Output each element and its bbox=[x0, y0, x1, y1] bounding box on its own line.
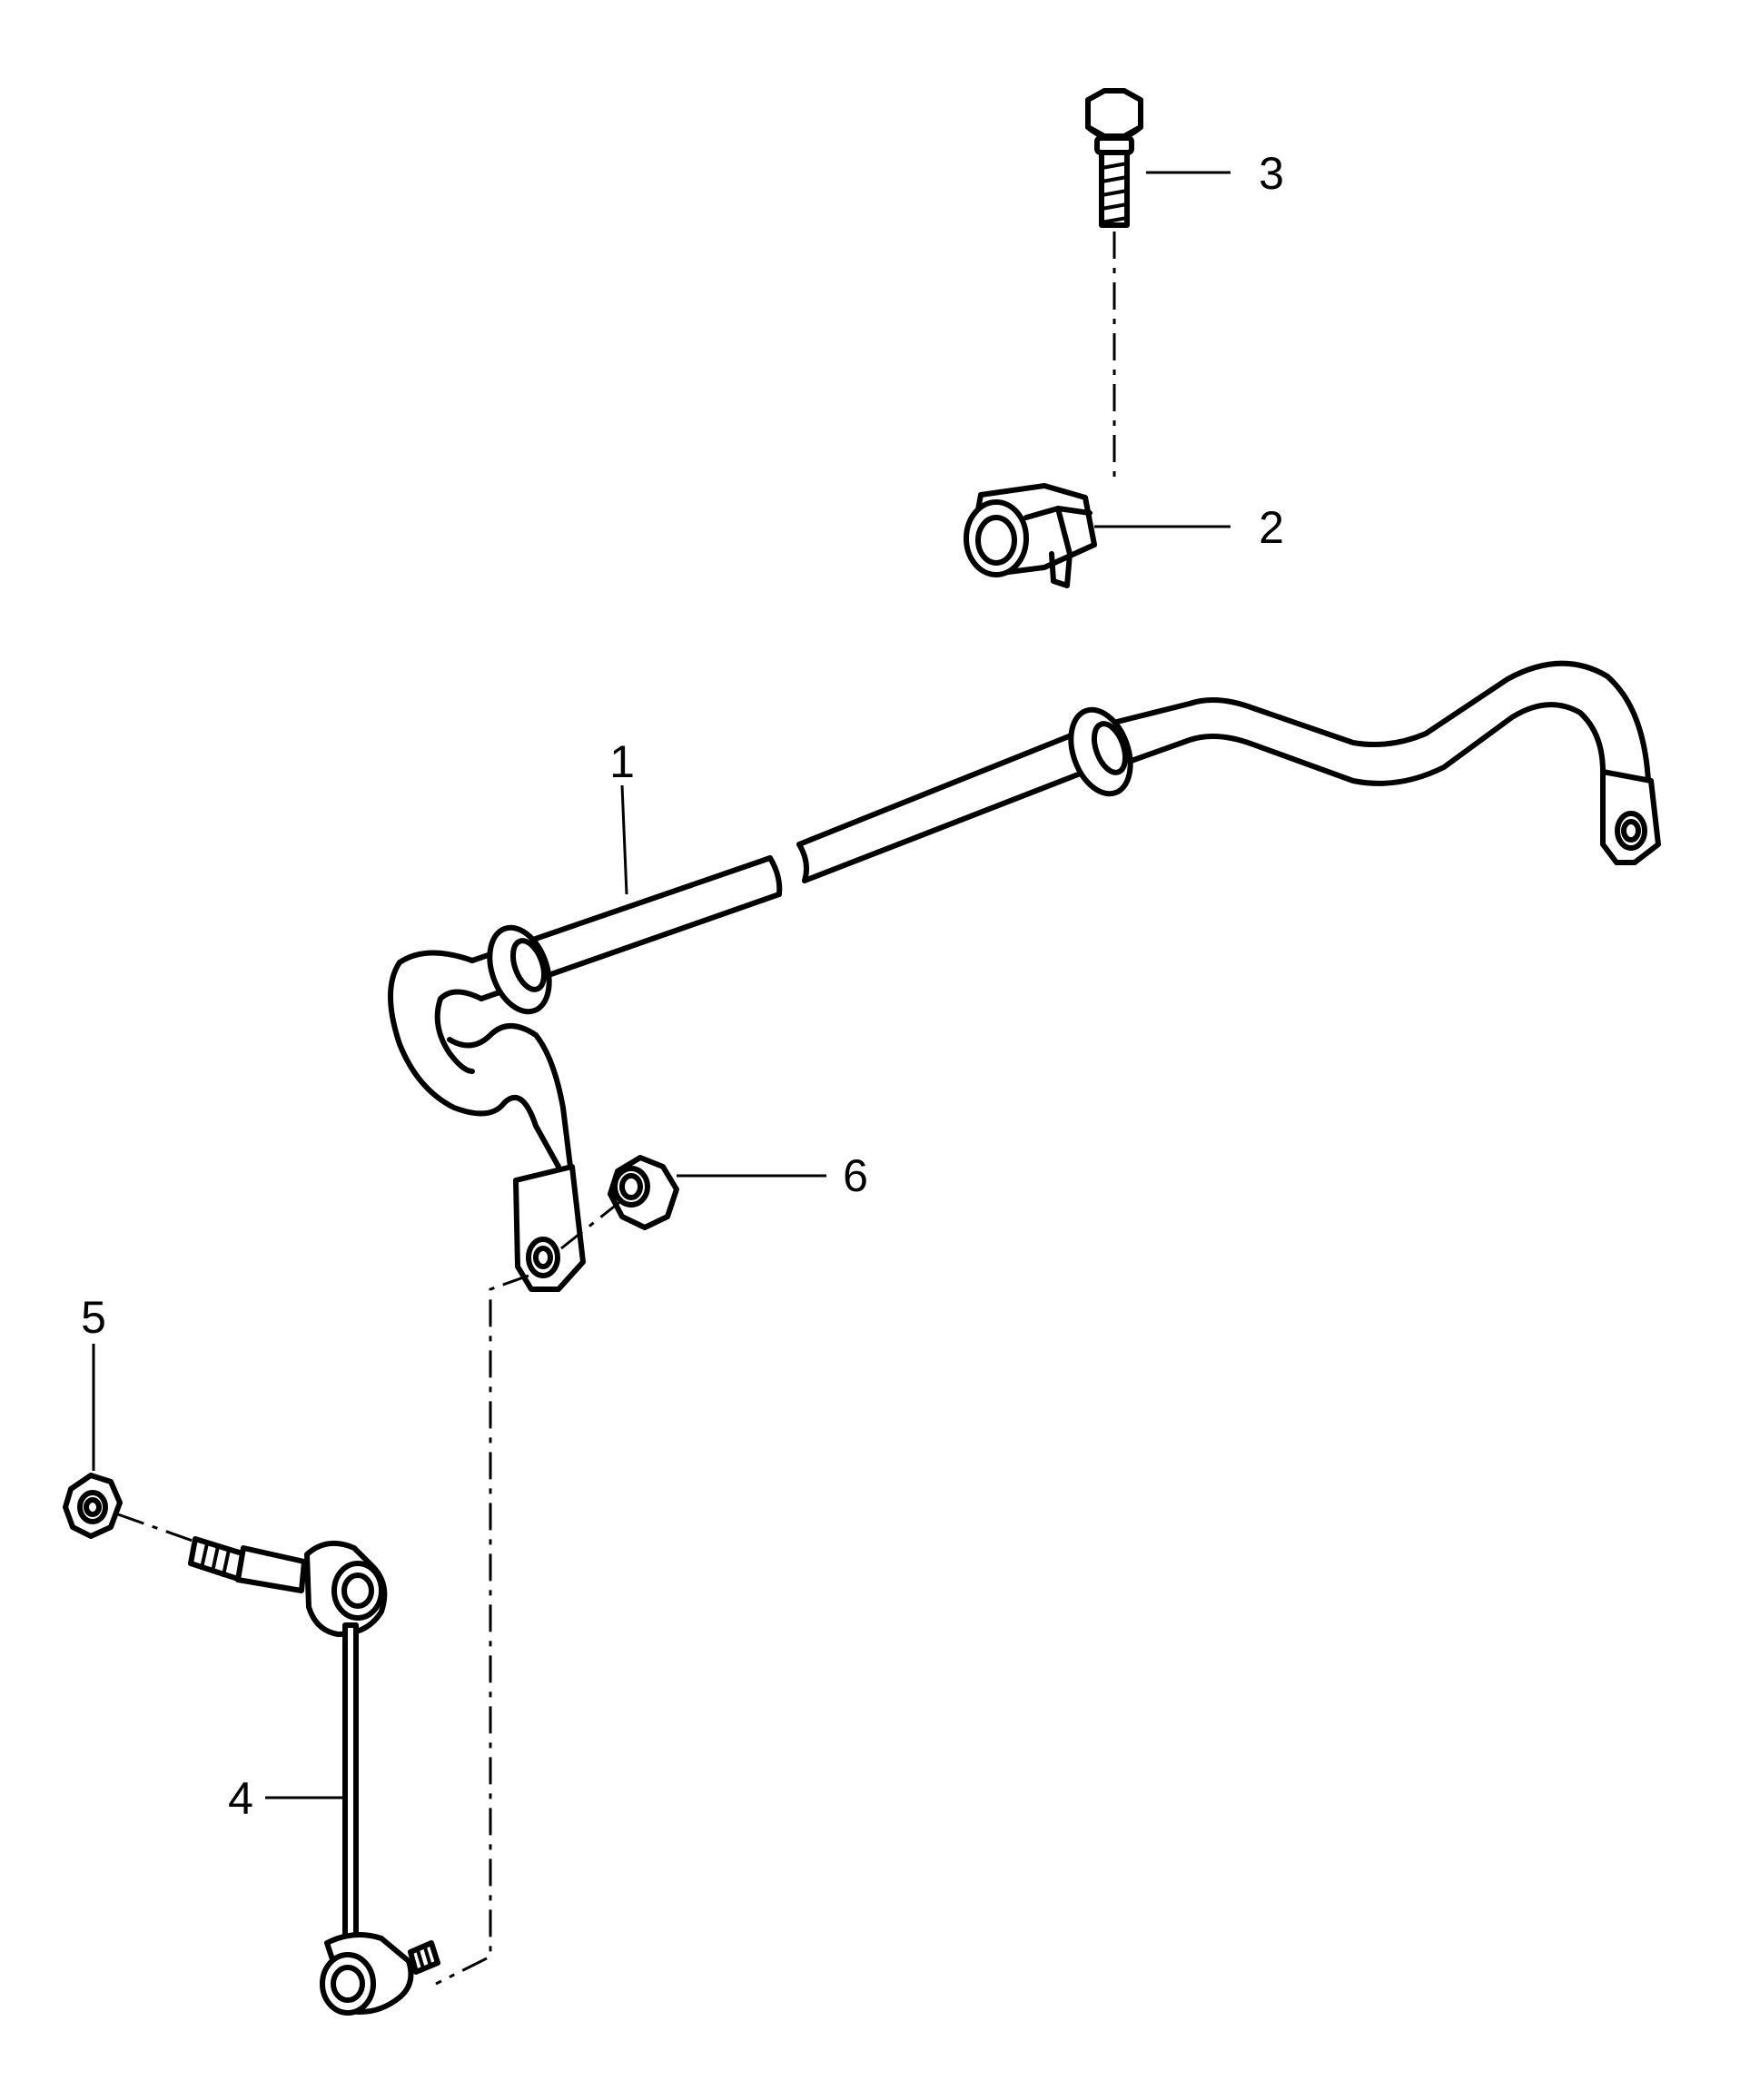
stabilizer-bar-part[interactable] bbox=[388, 660, 1661, 1292]
callout-3: 3 bbox=[1259, 148, 1284, 199]
callout-1: 1 bbox=[609, 736, 635, 787]
callout-2: 2 bbox=[1259, 502, 1284, 553]
bushing-part[interactable] bbox=[964, 483, 1097, 588]
callout-4: 4 bbox=[228, 1773, 253, 1824]
bolt-part[interactable] bbox=[1085, 88, 1143, 228]
flange-nut-part[interactable] bbox=[608, 1155, 679, 1230]
hex-nut-part[interactable] bbox=[63, 1473, 123, 1539]
coupling-link-part[interactable] bbox=[188, 1536, 440, 2016]
callout-5: 5 bbox=[81, 1292, 106, 1343]
callout-6: 6 bbox=[843, 1150, 868, 1201]
